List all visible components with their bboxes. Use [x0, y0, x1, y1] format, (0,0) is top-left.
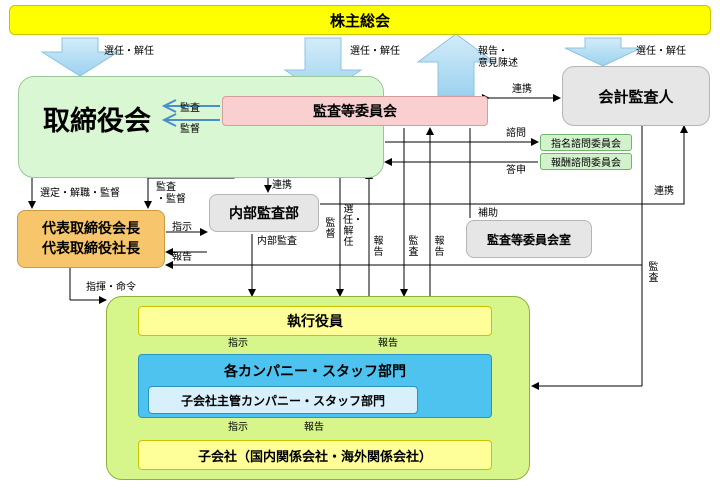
- nomination-committee: 指名諮問委員会: [540, 134, 632, 151]
- label-consult: 諮問: [506, 128, 526, 139]
- label-instruct-2: 指示: [228, 338, 248, 349]
- board-title: 取締役会: [43, 106, 151, 137]
- label-report-opinion: 報告・ 意見陳述: [478, 46, 518, 69]
- label-command: 指揮・命令: [86, 282, 136, 293]
- compensation-committee: 報酬諮問委員会: [540, 153, 632, 170]
- subsidiaries: 子会社（国内関係会社・海外関係会社）: [138, 440, 492, 470]
- label-audit-supervise: 監査 ・監督: [156, 182, 186, 205]
- label-internal-audit: 内部監査: [257, 236, 297, 247]
- representative-director: 代表取締役会長 代表取締役社長: [17, 210, 165, 268]
- label-supervise-v: 監督: [325, 218, 336, 240]
- label-assist: 補助: [478, 208, 498, 219]
- report-arrow-up: [416, 33, 496, 97]
- label-report-back: 答申: [506, 165, 526, 176]
- label-select-dismiss-supervise: 選定・解職・監督: [40, 188, 120, 199]
- label-instruct-1: 指示: [172, 222, 192, 233]
- label-supervise: 監督: [180, 124, 200, 135]
- executive-officers: 執行役員: [138, 306, 492, 336]
- label-coordination-1: 連携: [512, 84, 532, 95]
- label-coordination-3: 連携: [654, 186, 674, 197]
- shareholders-meeting: 株主総会: [9, 5, 711, 35]
- label-coordination-2: 連携: [272, 180, 292, 191]
- label-appoint-dismiss-2: 選任・解任: [350, 46, 400, 57]
- label-appoint-dismiss-3: 選任・解任: [636, 46, 686, 57]
- label-instruct-3: 指示: [228, 422, 248, 433]
- label-report-v2: 報告: [434, 236, 445, 258]
- appoint-arrow-board: [40, 37, 120, 77]
- internal-audit-dept: 内部監査部: [209, 194, 319, 232]
- subsidiary-mgmt-depts: 子会社主管カンパニー・スタッフ部門: [148, 386, 418, 414]
- label-report-1: 報告: [172, 252, 192, 263]
- audit-committee-office: 監査等委員会室: [466, 220, 592, 258]
- company-staff-depts-label: 各カンパニー・スタッフ部門: [224, 364, 406, 380]
- label-appoint-dismiss-1: 選任・解任: [104, 46, 154, 57]
- board-of-directors: 取締役会: [18, 76, 384, 178]
- audit-committee: 監査等委員会: [222, 96, 488, 126]
- label-audit-v: 監査: [408, 236, 419, 258]
- label-appoint-dismiss-v: 選任・解任: [343, 204, 363, 248]
- label-audit: 監査: [180, 103, 200, 114]
- label-report-2: 報告: [378, 338, 398, 349]
- label-report-3: 報告: [304, 422, 324, 433]
- label-audit-v2: 監査: [648, 262, 659, 284]
- appoint-arrow-auditor: [564, 37, 642, 67]
- accounting-auditor: 会計監査人: [562, 66, 710, 126]
- label-report-v1: 報告: [373, 236, 384, 258]
